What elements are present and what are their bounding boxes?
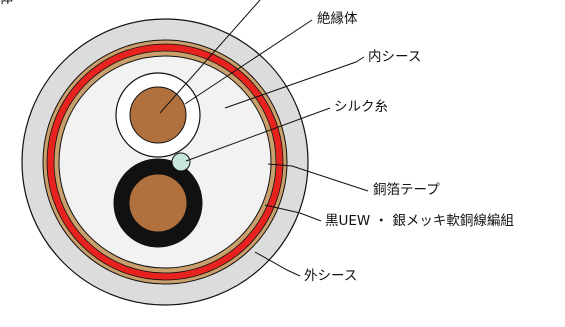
label-outer-sheath: 外シース [304, 268, 358, 284]
lower-core-conductor [128, 173, 188, 233]
leader-line-insulator [184, 19, 313, 105]
leader-lines [159, 0, 369, 277]
silk-thread-strand [171, 152, 191, 172]
leader-line-conductor [159, 0, 261, 114]
leader-line-inner-sheath [224, 56, 365, 109]
leader-line-copper-foil-tape [267, 163, 369, 192]
label-silk-thread: シルク糸 [334, 99, 388, 115]
label-copper-foil-tape: 銅箔テープ [373, 182, 440, 198]
label-conductor-partial: 導体 [0, 0, 13, 7]
upper-core-conductor [129, 86, 187, 144]
leader-line-outer-sheath [254, 251, 301, 277]
label-insulator: 絶縁体 [317, 11, 358, 27]
leader-line-braid [264, 204, 322, 222]
label-braid: 黒UEW ・ 銀メッキ軟銅線編組 [325, 213, 514, 229]
leader-line-silk-thread [185, 107, 331, 162]
label-inner-sheath: 内シース [368, 49, 422, 65]
